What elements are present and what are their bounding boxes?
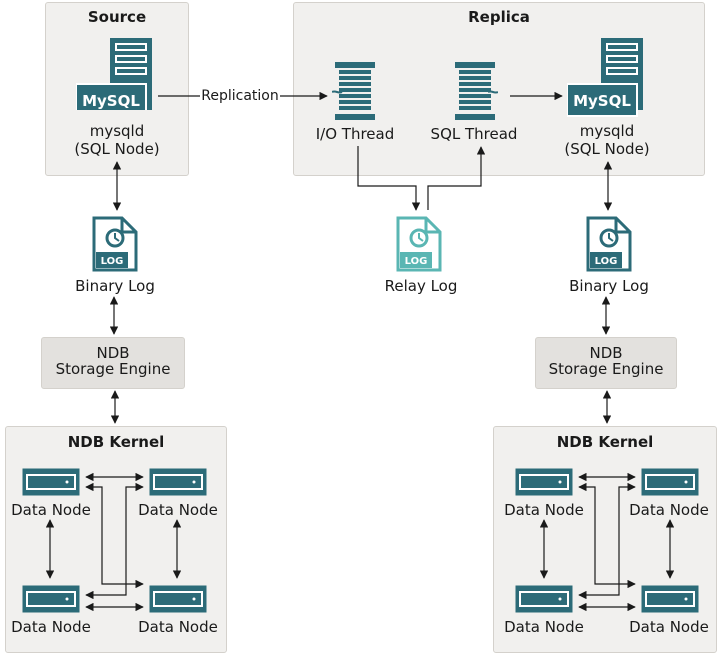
io-thread-spool-icon (332, 62, 375, 120)
data-node-left-bl-icon (22, 585, 80, 613)
data-node-right-bl-icon (515, 585, 573, 613)
replica-mysql-logo-text: MySQL (573, 92, 631, 110)
source-mysql-server-icon: MySQL (76, 38, 152, 110)
relay-log-label: Relay Log (384, 277, 458, 295)
ndb-engine-left-line1: NDB (96, 344, 130, 362)
data-node-left-br-icon (149, 585, 207, 613)
data-node-right-tl-icon (515, 468, 573, 496)
binary-log-left-label: Binary Log (75, 277, 155, 295)
lk-tl-br-arrow (85, 482, 144, 589)
data-node-left-br-label: Data Node (138, 618, 218, 636)
data-node-left-tl-icon (22, 468, 80, 496)
data-node-left-tr-icon (149, 468, 207, 496)
rk-tl-br-arrow (578, 482, 636, 589)
ndb-engine-right-line2: Storage Engine (548, 360, 664, 378)
data-node-right-bl-label: Data Node (504, 618, 584, 636)
ndb-engine-right (535, 337, 677, 389)
replica-node-line1: mysqld (579, 122, 635, 140)
replica-mysql-server-icon: MySQL (567, 38, 643, 117)
source-node-line2: (SQL Node) (74, 140, 160, 158)
ndb-kernel-right-title: NDB Kernel (556, 433, 654, 451)
data-node-right-br-icon (641, 585, 699, 613)
ndb-engine-right-line1: NDB (589, 344, 623, 362)
relay-log-icon: LOG (396, 216, 442, 272)
binary-log-left-badge: LOG (101, 256, 124, 267)
lk-tr-bl-arrow (85, 482, 144, 600)
data-node-left-bl-label: Data Node (11, 618, 91, 636)
data-node-right-tr-icon (641, 468, 699, 496)
replication-edge-label: Replication (200, 87, 280, 105)
binary-log-right-badge: LOG (595, 256, 618, 267)
data-node-left-tr-label: Data Node (138, 501, 218, 519)
data-node-right-tr-label: Data Node (629, 501, 709, 519)
io-thread-to-relay-arrow (357, 146, 421, 211)
relay-log-badge: LOG (405, 256, 428, 267)
source-node-line1: mysqld (89, 122, 145, 140)
data-node-right-br-label: Data Node (629, 618, 709, 636)
binary-log-right-label: Binary Log (569, 277, 649, 295)
data-node-right-tl-label: Data Node (504, 501, 584, 519)
ndb-engine-left-line2: Storage Engine (55, 360, 171, 378)
binary-log-left-icon: LOG (92, 216, 138, 272)
source-mysql-logo-text: MySQL (82, 92, 140, 110)
sql-thread-spool-icon (455, 62, 498, 120)
data-node-left-tl-label: Data Node (11, 501, 91, 519)
sql-thread-label: SQL Thread (430, 125, 518, 143)
ndb-engine-left (41, 337, 185, 389)
ndb-kernel-left-title: NDB Kernel (67, 433, 165, 451)
replica-title: Replica (468, 8, 530, 26)
source-title: Source (87, 8, 147, 26)
relay-to-sql-thread-arrow (427, 146, 486, 210)
replica-node-line2: (SQL Node) (564, 140, 650, 158)
rk-tr-bl-arrow (578, 482, 636, 600)
io-thread-label: I/O Thread (315, 125, 395, 143)
binary-log-right-icon: LOG (586, 216, 632, 272)
